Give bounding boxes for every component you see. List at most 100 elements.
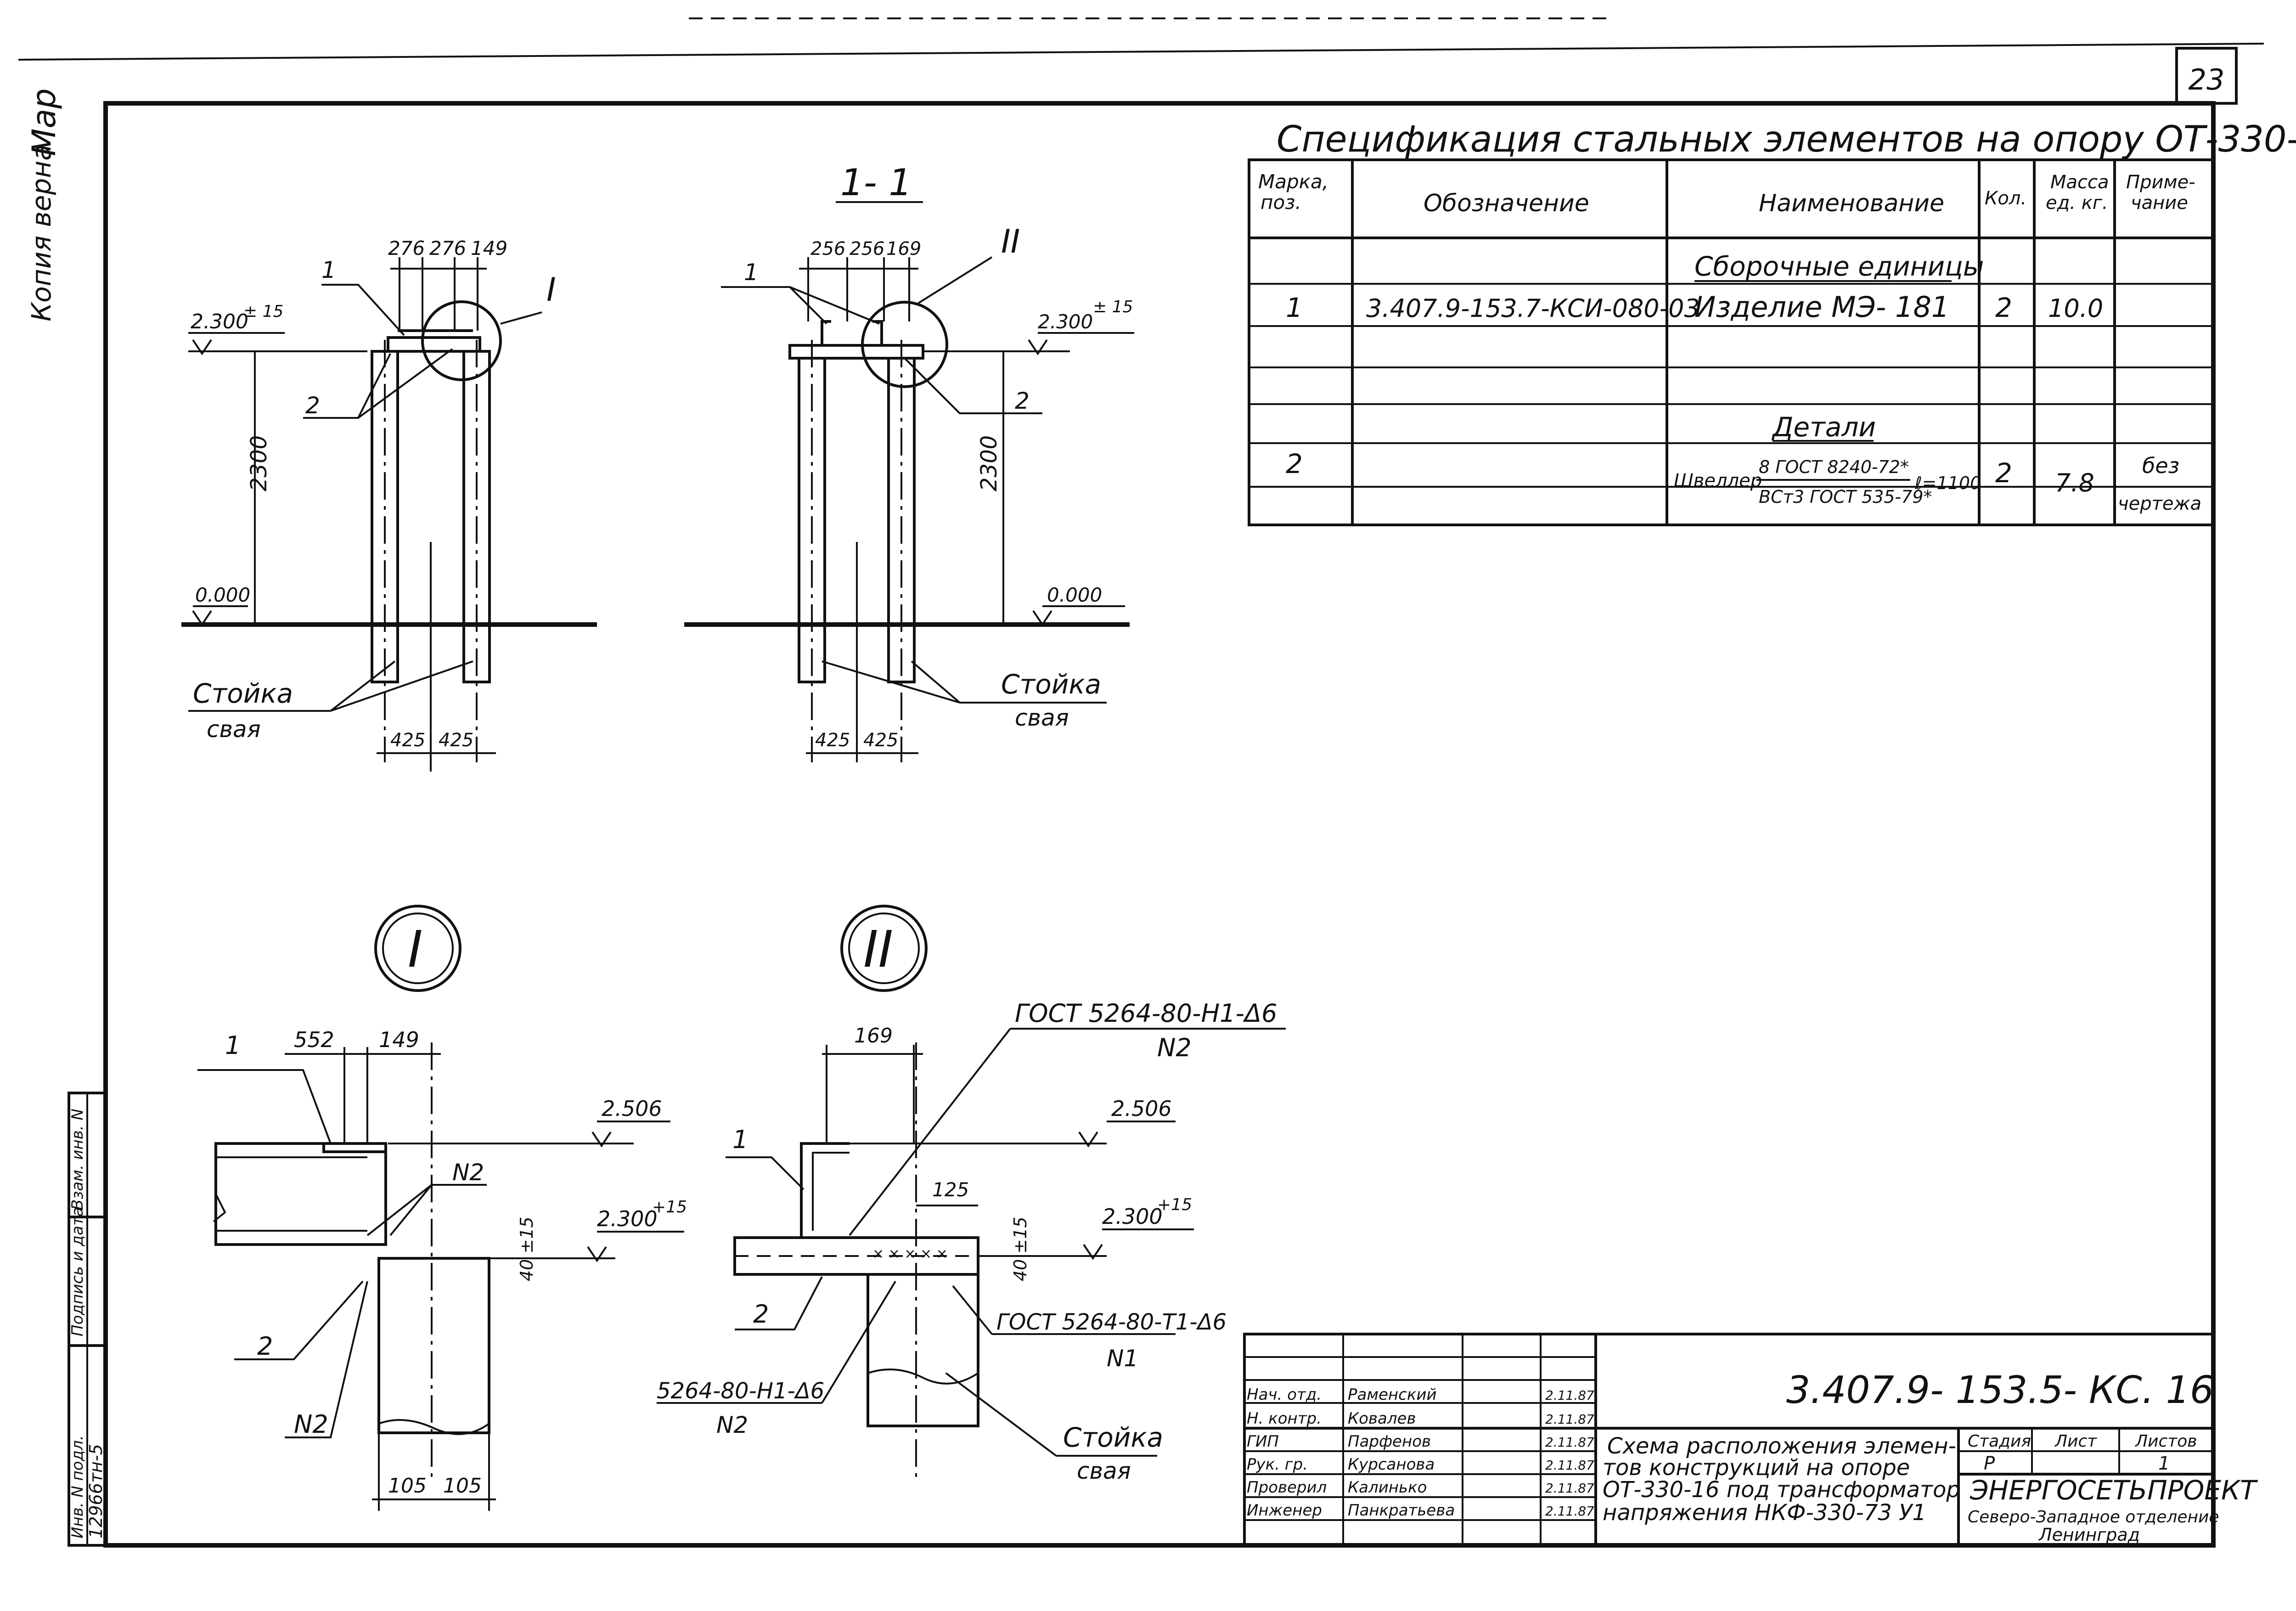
detail-II-badge <box>840 905 928 992</box>
row1-qty: 2 <box>1995 292 2012 323</box>
svg-text:Проверил: Проверил <box>1247 1478 1327 1497</box>
detail-II-weld-top: ГОСТ 5264-80-Н1-Δ6 <box>1015 999 1277 1028</box>
svg-text:Парфенов: Парфенов <box>1348 1432 1431 1451</box>
front-label-pile: свая <box>207 716 261 743</box>
doc-code: 3.407.9- 153.5- КС. 16 <box>1786 1369 2214 1412</box>
section-pos1: 1 <box>744 259 759 286</box>
detail-II-dim-b: 125 <box>932 1178 969 1201</box>
stamp-inv-orig: Инв. N подл. <box>68 1435 87 1538</box>
front-elev-tol: ± 15 <box>243 302 283 321</box>
svg-text:Калинько: Калинько <box>1348 1478 1427 1497</box>
hdr-designation: Обозначение <box>1424 190 1589 217</box>
hdr-qty: Кол. <box>1985 188 2026 209</box>
section-label-pile: свая <box>1015 704 1069 731</box>
detail-II-weld-right: ГОСТ 5264-80-Т1-Δ6 <box>996 1309 1227 1335</box>
front-dim-2: 276 <box>429 237 466 259</box>
section-pos2: 2 <box>1015 388 1030 414</box>
sheet-header: Лист <box>2054 1432 2097 1451</box>
row2-mass: 7.8 <box>2055 468 2094 497</box>
svg-text:2.11.87: 2.11.87 <box>1545 1435 1594 1450</box>
row1-designation: 3.407.9-153.7-КСИ-080-03 <box>1366 294 1700 323</box>
hdr-mark2: поз. <box>1261 191 1301 214</box>
detail-I-pos1: 1 <box>225 1031 241 1060</box>
section-dim-b1: 425 <box>815 730 850 751</box>
spec-title: Спецификация стальных элементов на опору… <box>1277 119 2296 160</box>
signer-row: Инженер Панкратьева 2.11.87 <box>1247 1501 1594 1520</box>
stamp-sign-date: Подпись и дата <box>68 1207 87 1336</box>
hdr-name: Наименование <box>1759 190 1944 217</box>
detail-I-dim-a: 552 <box>294 1027 334 1052</box>
company: ЭНЕРГОСЕТЬПРОЕКТ <box>1970 1475 2258 1506</box>
signer-row: ГИП Парфенов 2.11.87 <box>1247 1432 1594 1451</box>
svg-text:II: II <box>863 920 893 979</box>
detail-II-label-post: Стойка <box>1063 1422 1163 1453</box>
detail-II-label-pile: свая <box>1077 1458 1131 1484</box>
row2-name-prefix: Швеллер <box>1674 470 1762 491</box>
section-elev-top: 2.300 <box>1038 310 1093 333</box>
section-view: 1- 1 II 256 256 169 1 2 2.300 ± 15 <box>684 161 1134 762</box>
front-pos1: 1 <box>321 257 336 283</box>
row2-name-top: 8 ГОСТ 8240-72* <box>1759 457 1909 477</box>
section-label-post: Стойка <box>1001 669 1101 700</box>
detail-I-dim-b2: 105 <box>443 1474 482 1498</box>
sheets-header: Листов <box>2134 1432 2197 1451</box>
detail-I-badge <box>374 905 461 992</box>
detail-II-pos2: 2 <box>753 1300 769 1329</box>
stage-header: Стадия <box>1968 1432 2031 1451</box>
copy-signature: Мар <box>25 88 63 156</box>
detail-II-elev-a: 2.506 <box>1111 1096 1172 1121</box>
row1-mark: 1 <box>1286 292 1303 323</box>
svg-text:2.11.87: 2.11.87 <box>1545 1481 1594 1496</box>
row2-note2: чертежа <box>2118 493 2201 514</box>
detail-I-elev-b: 2.300 <box>597 1206 658 1231</box>
outer-frame <box>103 101 2216 1548</box>
section-details: Детали <box>1771 411 1876 443</box>
detail-II-elev-tol: +15 <box>1157 1195 1192 1214</box>
city: Ленинград <box>2038 1525 2140 1545</box>
stage-value: Р <box>1984 1453 1995 1474</box>
front-view: I 276 276 149 1 2 2.300 ± 15 2300 0.000 … <box>181 237 597 772</box>
detail-I-elev-tol: +15 <box>652 1198 687 1217</box>
copy-mark: Копия верна <box>26 144 57 321</box>
front-elev-top: 2.300 <box>191 310 248 333</box>
front-label-post: Стойка <box>193 678 293 709</box>
hdr-note: Приме- <box>2126 172 2195 193</box>
hdr-mass2: ед. кг. <box>2046 192 2108 214</box>
hdr-mark: Марка, <box>1258 170 1328 193</box>
title-block: 3.407.9- 153.5- КС. 16 Стадия Лист Листо… <box>1243 1333 2258 1547</box>
left-stamp: Взам. инв. N Подпись и дата Инв. N подл.… <box>68 1092 107 1547</box>
detail-I-weld-bottom: N2 <box>294 1410 328 1439</box>
svg-text:Панкратьева: Панкратьева <box>1348 1501 1455 1520</box>
row2-qty: 2 <box>1995 457 2012 489</box>
detail-II-weld-left-n: N2 <box>716 1412 748 1438</box>
svg-text:2.11.87: 2.11.87 <box>1545 1458 1594 1473</box>
section-assemblies: Сборочные единицы <box>1694 251 1984 282</box>
front-elev-ground: 0.000 <box>195 584 250 606</box>
hdr-mass: Масса <box>2050 172 2109 193</box>
front-callout: I <box>546 271 556 309</box>
desc-line-4: напряжения НКФ-330-73 У1 <box>1603 1500 1926 1526</box>
detail-I-dim-b: 149 <box>379 1027 419 1052</box>
signer-row: Рук. гр. Курсанова 2.11.87 <box>1247 1455 1594 1474</box>
svg-text:2.11.87: 2.11.87 <box>1545 1504 1594 1519</box>
sheets-value: 1 <box>2158 1453 2170 1474</box>
svg-text:Ковалев: Ковалев <box>1348 1409 1416 1428</box>
front-pos2: 2 <box>305 392 320 419</box>
detail-II: II × × × × × 169 125 1 2.506 2.300 +15 4… <box>657 905 1286 1484</box>
front-dim-1: 276 <box>388 237 425 259</box>
svg-text:× × × × ×: × × × × × <box>872 1246 948 1262</box>
section-elev-tol: ± 15 <box>1093 298 1133 316</box>
section-height: 2300 <box>976 435 1002 491</box>
svg-text:I: I <box>408 920 422 979</box>
detail-I-dim-b1: 105 <box>388 1474 427 1498</box>
section-dim-1: 256 <box>810 238 845 259</box>
stamp-inv-value: 12966тн-5 <box>86 1444 106 1538</box>
detail-I-elev-a: 2.506 <box>602 1096 662 1121</box>
svg-text:Нач. отд.: Нач. отд. <box>1247 1386 1322 1404</box>
detail-I-weld-top: N2 <box>452 1159 484 1186</box>
detail-I-gap: 40 ±15 <box>517 1217 537 1281</box>
section-dim-3: 169 <box>886 238 921 259</box>
detail-II-weld-right-n: N1 <box>1107 1345 1138 1372</box>
page-number-box <box>2175 47 2238 105</box>
